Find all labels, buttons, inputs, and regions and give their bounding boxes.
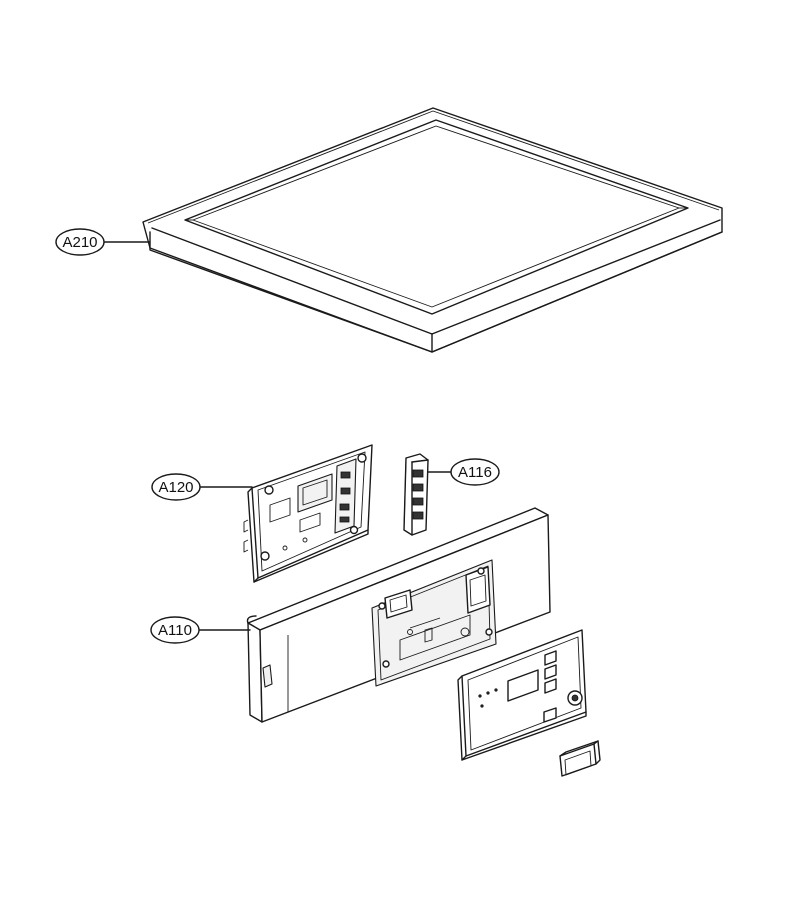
- part-a210-top-frame: [142, 107, 723, 353]
- callout-a116-label: A116: [458, 464, 492, 481]
- part-a120-pcb-bracket: [243, 444, 373, 583]
- part-a110-control-panel: [246, 507, 551, 723]
- callout-a116: A116: [427, 458, 500, 486]
- callout-a120-label: A120: [158, 479, 193, 496]
- callout-a210-label: A210: [62, 234, 97, 251]
- part-small-cap: [559, 740, 601, 777]
- part-display-panel: [457, 629, 587, 761]
- callout-a120: A120: [151, 473, 253, 501]
- callout-a110: A110: [150, 616, 251, 644]
- callout-a110-label: A110: [158, 622, 192, 639]
- callout-a210: A210: [55, 228, 151, 256]
- part-a116-key-strip: [403, 453, 429, 536]
